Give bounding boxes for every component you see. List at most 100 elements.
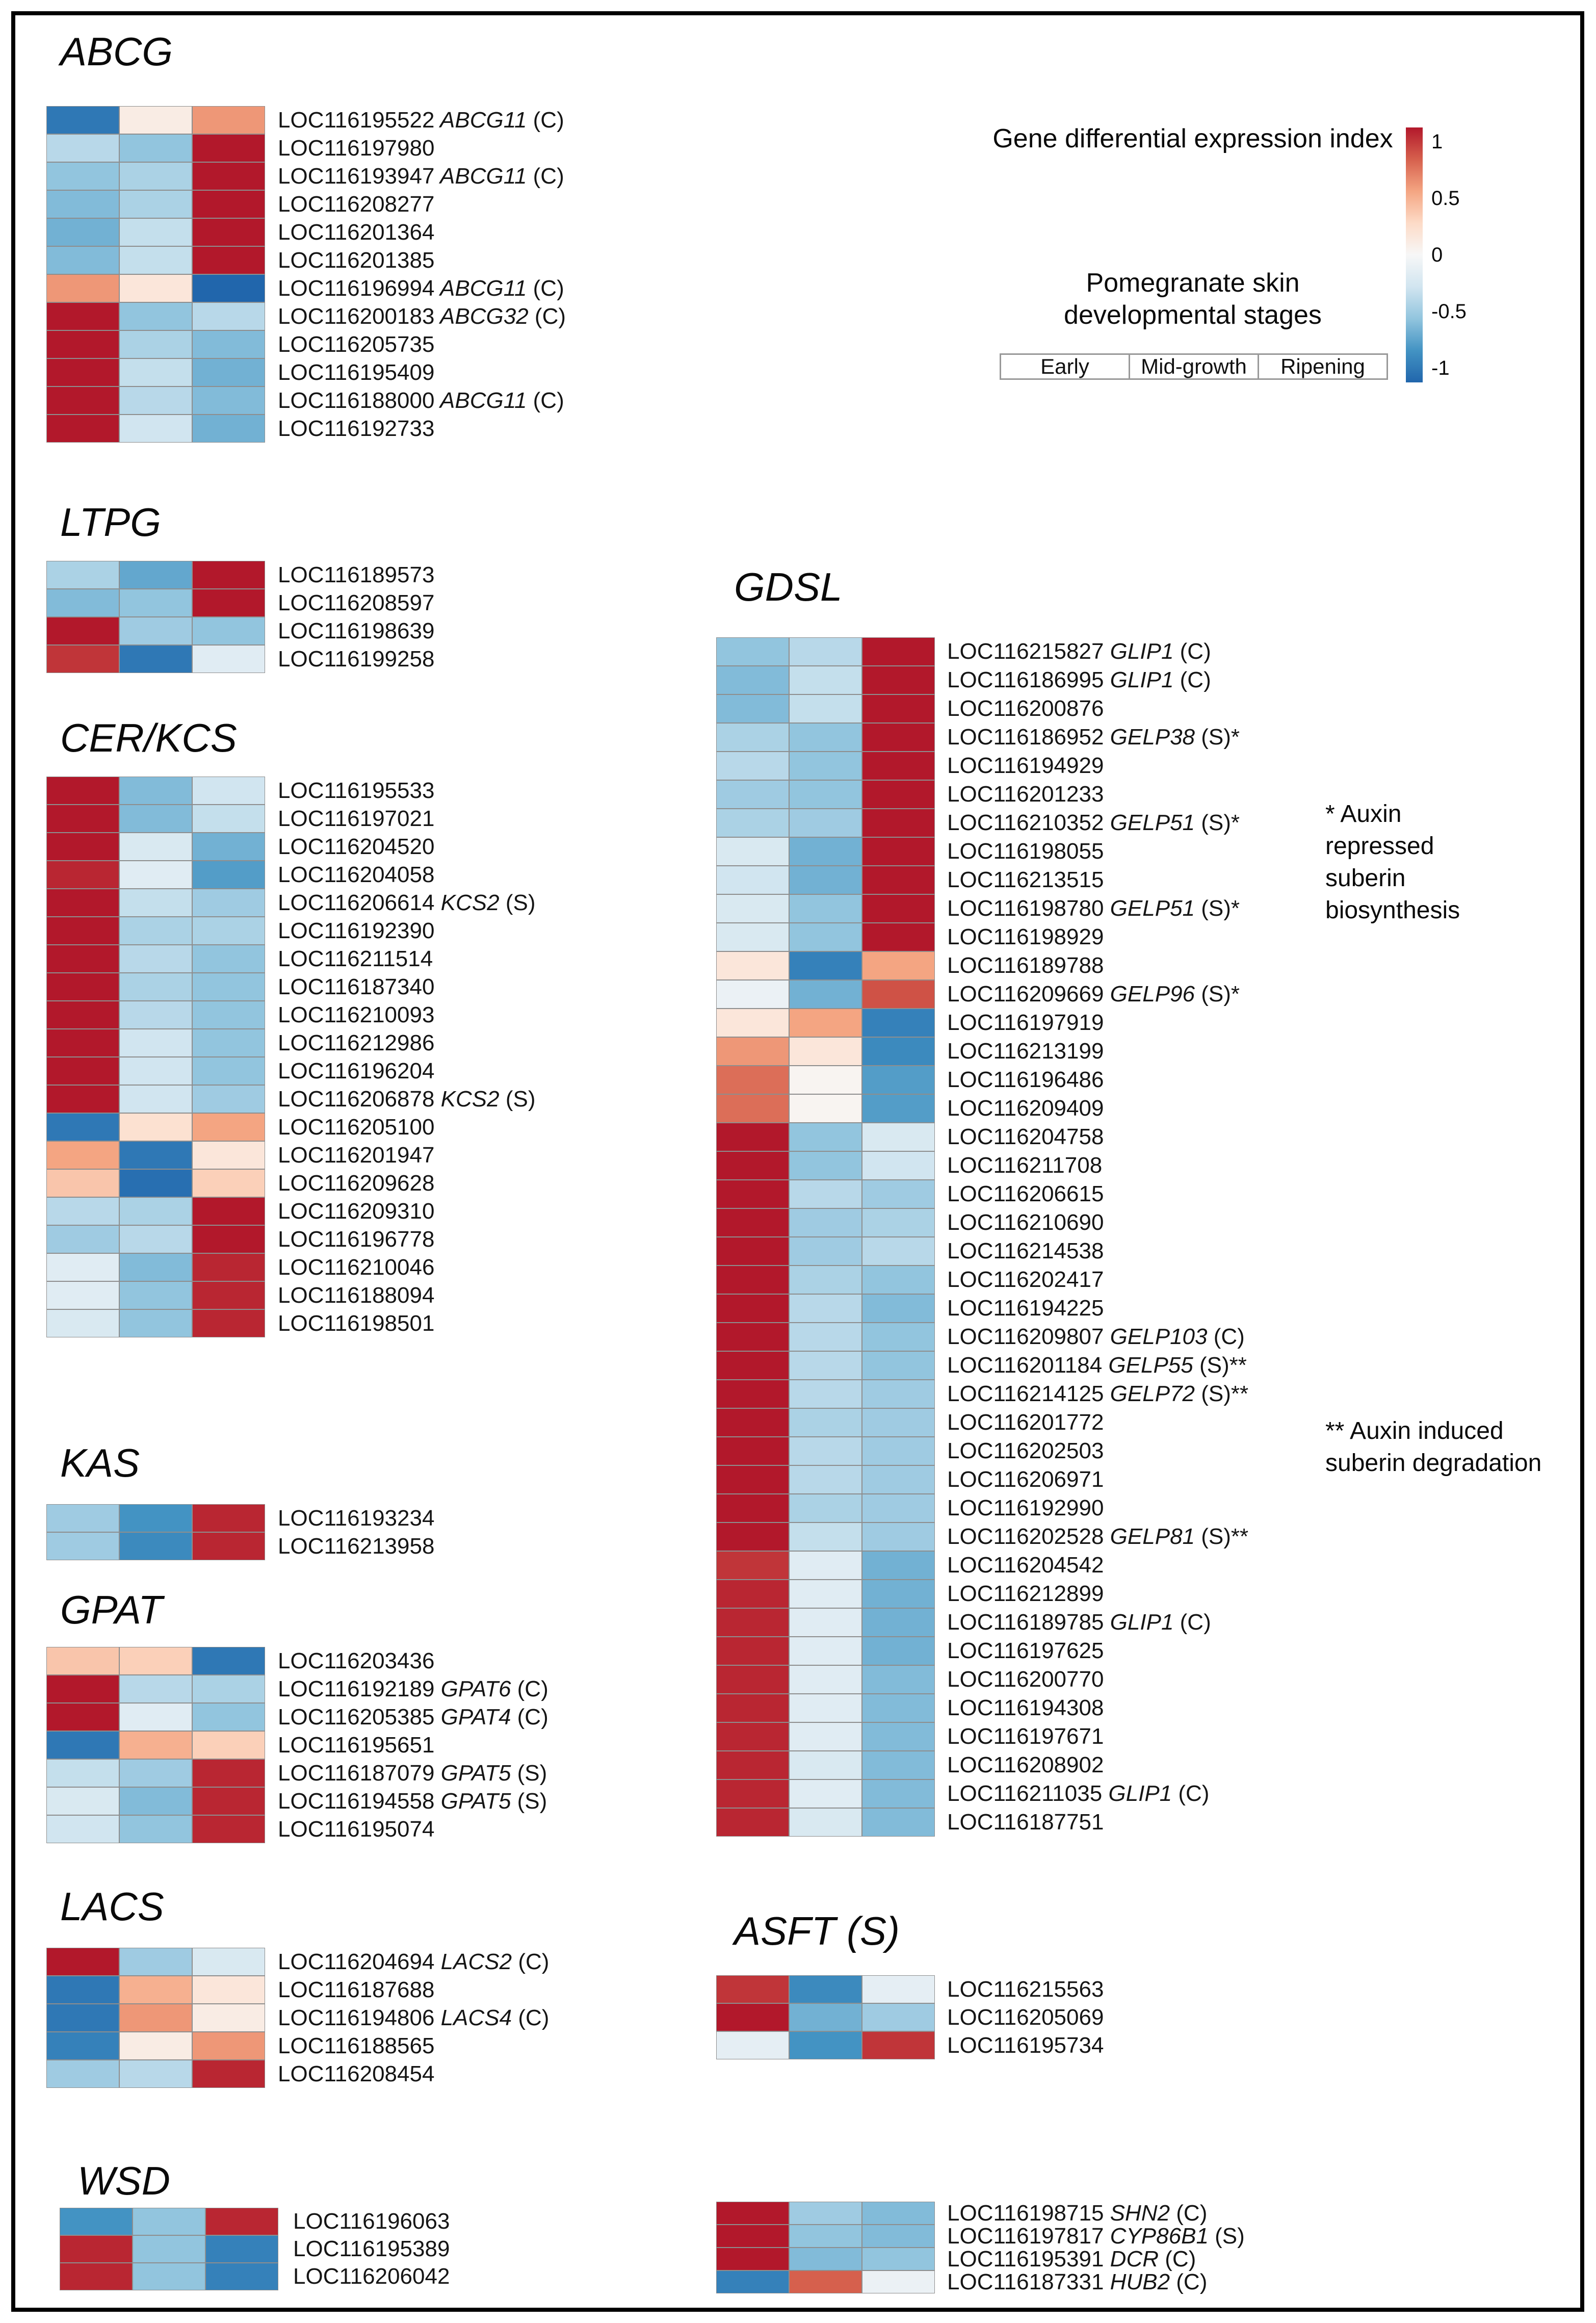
annotation-line: repressed bbox=[1325, 833, 1434, 860]
heatmap-cell bbox=[192, 617, 265, 645]
gene-suffix: (S)* bbox=[1195, 982, 1240, 1006]
heatmap-cell bbox=[46, 1948, 119, 1976]
gene-row-label: LOC116196778 bbox=[278, 1228, 434, 1251]
heatmap-cell bbox=[46, 2060, 119, 2088]
heatmap-cell bbox=[716, 951, 789, 980]
gene-symbol: GELP51 bbox=[1104, 896, 1195, 921]
gene-loc-id: LOC116206042 bbox=[293, 2264, 450, 2289]
heatmap-cell bbox=[119, 917, 192, 945]
gene-loc-id: LOC116187688 bbox=[278, 1977, 435, 2002]
heatmap-cell bbox=[192, 2060, 265, 2088]
gene-row-label: LOC116204520 bbox=[278, 836, 434, 858]
annotation-line: suberin bbox=[1325, 865, 1406, 892]
gene-loc-id: LOC116196778 bbox=[278, 1227, 435, 1252]
heatmap-cell bbox=[46, 617, 119, 645]
gene-row-label: LOC116201385 bbox=[278, 249, 434, 272]
heatmap-cell bbox=[862, 1037, 935, 1066]
heatmap-cell bbox=[192, 1225, 265, 1253]
gene-loc-id: LOC116209807 bbox=[947, 1324, 1104, 1349]
gene-loc-id: LOC116205385 bbox=[278, 1705, 435, 1730]
heatmap-cell bbox=[862, 1722, 935, 1751]
heatmap-cell bbox=[192, 1647, 265, 1675]
gene-row-label: LOC116198780 GELP51 (S)* bbox=[947, 897, 1240, 920]
gene-row-label: LOC116201772 bbox=[947, 1411, 1104, 1434]
family-title: LTPG bbox=[60, 500, 161, 545]
heatmap-cell bbox=[119, 162, 192, 190]
heatmap-cell bbox=[862, 923, 935, 951]
heatmap-cell bbox=[46, 777, 119, 805]
gene-loc-id: LOC116212986 bbox=[278, 1030, 435, 1055]
heatmap-cell bbox=[46, 106, 119, 134]
heatmap-cell bbox=[192, 1085, 265, 1113]
heatmap-cell bbox=[789, 1094, 862, 1123]
heatmap-cell bbox=[789, 1779, 862, 1808]
gene-symbol: ABCG11 bbox=[434, 276, 527, 301]
gene-loc-id: LOC116214125 bbox=[947, 1381, 1104, 1406]
gene-suffix: (C) bbox=[1172, 1781, 1210, 1806]
gene-loc-id: LOC116203436 bbox=[278, 1648, 435, 1673]
gene-row-label: LOC116192733 bbox=[278, 418, 434, 440]
gene-row-label: LOC116197817 CYP86B1 (S) bbox=[947, 2225, 1245, 2248]
gene-loc-id: LOC116195651 bbox=[278, 1733, 435, 1758]
gene-loc-id: LOC116200876 bbox=[947, 696, 1104, 721]
heatmap-cell bbox=[716, 1694, 789, 1722]
gene-row-label: LOC116197919 bbox=[947, 1012, 1104, 1034]
heatmap-cell bbox=[862, 1066, 935, 1094]
heatmap-cell bbox=[862, 1465, 935, 1494]
gene-suffix: (S)** bbox=[1195, 1524, 1249, 1549]
heatmap-cell bbox=[716, 1151, 789, 1180]
gene-loc-id: LOC116213199 bbox=[947, 1039, 1104, 1064]
heatmap-cell bbox=[789, 1665, 862, 1694]
gene-symbol: ABCG11 bbox=[434, 388, 527, 413]
heatmap-cell bbox=[192, 833, 265, 861]
gene-loc-id: LOC116193947 bbox=[278, 164, 435, 189]
heatmap-cell bbox=[789, 780, 862, 809]
family-title: LACS bbox=[60, 1884, 164, 1929]
gene-row-label: LOC116188094 bbox=[278, 1284, 434, 1307]
gene-row-label: LOC116194806 LACS4 (C) bbox=[278, 2007, 549, 2029]
gene-symbol: GELP55 bbox=[1102, 1353, 1193, 1378]
gene-loc-id: LOC116195522 bbox=[278, 108, 435, 133]
gene-loc-id: LOC116208597 bbox=[278, 590, 435, 615]
heatmap-cell bbox=[716, 2248, 789, 2270]
gene-row-label: LOC116209669 GELP96 (S)* bbox=[947, 983, 1240, 1005]
heatmap-cell bbox=[789, 1694, 862, 1722]
heatmap-cell bbox=[192, 917, 265, 945]
heatmap-cell bbox=[716, 2270, 789, 2293]
gene-row-label: LOC116187331 HUB2 (C) bbox=[947, 2271, 1207, 2293]
gene-symbol: GELP51 bbox=[1104, 810, 1195, 835]
heatmap-cell bbox=[862, 1323, 935, 1351]
gene-loc-id: LOC116195074 bbox=[278, 1817, 435, 1842]
heatmap-cell bbox=[119, 1815, 192, 1843]
heatmap-cell bbox=[789, 1637, 862, 1665]
gene-loc-id: LOC116187079 bbox=[278, 1761, 435, 1786]
heatmap-cell bbox=[46, 2004, 119, 2032]
heatmap-cell bbox=[119, 218, 192, 246]
heatmap-cell bbox=[862, 1808, 935, 1837]
gene-row-label: LOC116196486 bbox=[947, 1069, 1104, 1091]
gene-row-label: LOC116208277 bbox=[278, 193, 434, 216]
heatmap-cell bbox=[716, 752, 789, 780]
heatmap-cell bbox=[119, 1197, 192, 1225]
gene-row-label: LOC116189785 GLIP1 (C) bbox=[947, 1611, 1211, 1634]
heatmap-cell bbox=[119, 1085, 192, 1113]
gene-row-label: LOC116206042 bbox=[293, 2265, 450, 2288]
heatmap-cell bbox=[862, 2031, 935, 2059]
heatmap-cell bbox=[192, 415, 265, 443]
heatmap-cell bbox=[716, 1608, 789, 1637]
heatmap-cell bbox=[192, 1759, 265, 1787]
gene-symbol: ABCG11 bbox=[434, 164, 527, 189]
gene-row-label: LOC116192990 bbox=[947, 1497, 1104, 1519]
gene-row-label: LOC116187079 GPAT5 (S) bbox=[278, 1762, 547, 1785]
family-title: GDSL bbox=[734, 564, 843, 609]
heatmap-cell bbox=[119, 1976, 192, 2004]
gene-row-label: LOC116210046 bbox=[278, 1256, 434, 1279]
gene-suffix: (S)* bbox=[1195, 810, 1240, 835]
heatmap-cell bbox=[862, 1208, 935, 1237]
heatmap-cell bbox=[789, 951, 862, 980]
gene-loc-id: LOC116192990 bbox=[947, 1495, 1104, 1520]
heatmap-cell bbox=[716, 866, 789, 894]
gene-symbol: SHN2 bbox=[1104, 2201, 1170, 2226]
heatmap-cell bbox=[119, 1532, 192, 1560]
heatmap-cell bbox=[46, 1029, 119, 1057]
